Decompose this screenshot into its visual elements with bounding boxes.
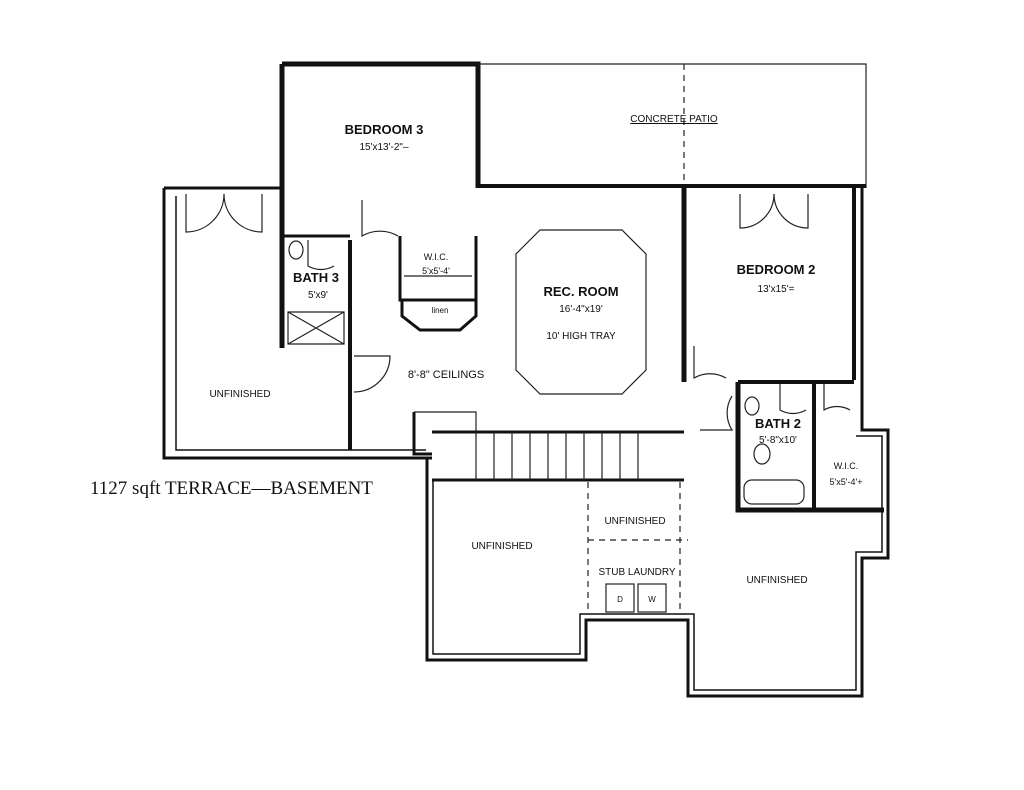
doors <box>185 193 851 431</box>
bedroom2-size: 13'x15'= <box>758 284 795 295</box>
interior-walls <box>282 64 805 614</box>
wic-right-size: 5'x5'-4'+ <box>830 477 863 487</box>
bath3-size: 5'x9' <box>308 290 328 301</box>
rec-room-note: 10' HIGH TRAY <box>546 331 616 342</box>
bedroom3-size: 15'x13'-2"– <box>359 142 409 153</box>
patio-name: CONCRETE PATIO <box>630 114 718 125</box>
ceilings-label: 8'-8" CEILINGS <box>408 369 484 381</box>
dryer-label: D <box>617 595 623 604</box>
linen-label: linen <box>432 306 449 315</box>
bath2-name: BATH 2 <box>755 416 801 431</box>
laundry-label: STUB LAUNDRY <box>598 567 675 578</box>
washer-label: W <box>648 595 656 604</box>
unfinished-center-label: UNFINISHED <box>471 541 532 552</box>
wic-right-name: W.I.C. <box>834 461 859 471</box>
bedroom2-name: BEDROOM 2 <box>737 262 816 277</box>
room-labels: BEDROOM 3 15'x13'-2"– CONCRETE PATIO BAT… <box>90 114 862 604</box>
rec-room-name: REC. ROOM <box>543 284 618 299</box>
bath3-name: BATH 3 <box>293 270 339 285</box>
bedroom3-name: BEDROOM 3 <box>345 122 424 137</box>
wic-left-name: W.I.C. <box>424 252 449 262</box>
unfinished-left-label: UNFINISHED <box>209 389 270 400</box>
unfinished-right-label: UNFINISHED <box>746 575 807 586</box>
plan-title: 1127 sqft TERRACE—BASEMENT <box>90 478 373 499</box>
bath2-size: 5'-8"x10' <box>759 435 797 446</box>
exterior-walls <box>162 61 890 698</box>
wic-left-size: 5'x5'-4' <box>422 266 450 276</box>
rec-room-size: 16'-4"x19' <box>559 304 603 315</box>
unfinished-mid-label: UNFINISHED <box>604 516 665 527</box>
